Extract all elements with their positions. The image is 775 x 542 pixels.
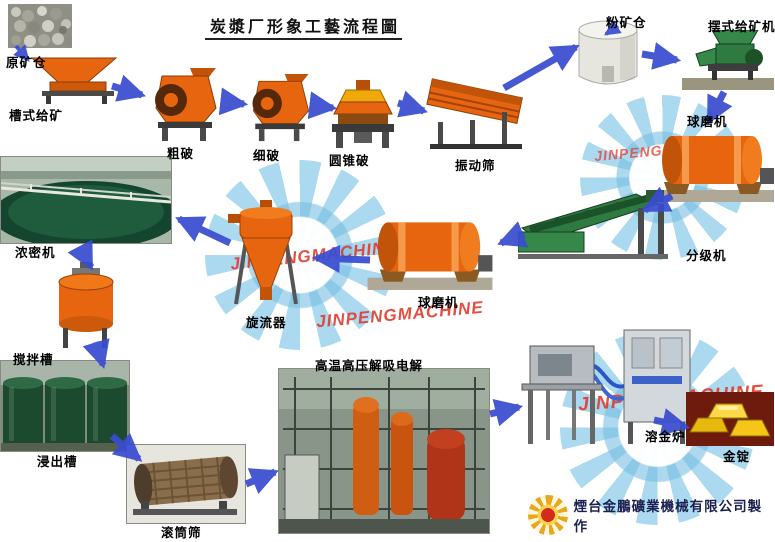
label-classifier: 分级机 [686,249,727,263]
company-sun-logo-icon [528,495,568,535]
ball-mill-right-image [652,120,774,204]
label-drum-screen: 滚筒筛 [161,526,202,540]
label-cone-crusher: 圆锥破 [329,154,370,168]
label-gold-melting-furnace: 溶金炉 [645,430,686,444]
label-trough-feeder: 槽式给矿 [9,109,64,123]
gold-ingot-image [686,392,774,446]
label-hydrocyclone: 旋流器 [246,316,287,330]
vibrating-screen-image [424,68,526,152]
raw-ore-bin-photo [8,4,72,48]
hydrocyclone-image [226,200,306,310]
label-ball-mill-right: 球磨机 [687,115,728,129]
label-fine-ore-bin: 粉矿仓 [606,16,647,30]
page-title: 炭漿厂形象工藝流程圖 [209,19,400,36]
thickener-photo [0,156,172,244]
title-underline [205,38,402,40]
label-thickener: 浓密机 [15,246,56,260]
ball-mill-center-image [362,206,498,292]
fine-ore-bin-image [576,20,640,94]
label-leaching-tank: 浸出槽 [37,455,78,469]
label-vibrating-screen: 振动筛 [455,159,496,173]
desorption-electrolysis-photo [278,368,490,534]
label-fine-crusher: 细破 [253,149,281,163]
classifier-image [518,186,670,266]
label-desorption-electrolysis: 高温高压解吸电解 [315,359,424,373]
trough-feeder-image [26,56,122,104]
label-raw-ore-bin: 原矿仓 [6,56,47,70]
label-coarse-crusher: 粗破 [167,147,195,161]
gold-melting-furnace-image [520,326,696,446]
leaching-tanks-photo [0,360,130,452]
label-mixing-tank: 搅拌槽 [13,353,54,367]
cone-crusher-image [328,80,398,150]
coarse-crusher-image [146,68,226,142]
footer: 煙台金鵬礦業機械有限公司製作 [528,495,775,535]
mixing-tank-image [50,262,120,348]
label-ball-mill-center: 球磨机 [418,296,459,310]
label-pendulum-feeder: 摆式给矿机 [708,20,775,34]
pendulum-feeder-image [682,30,774,92]
fine-crusher-image [242,74,320,142]
drum-screen-photo [126,444,246,524]
label-gold-ingot: 金锭 [723,450,751,464]
company-credit-text: 煙台金鵬礦業機械有限公司製作 [573,499,763,534]
